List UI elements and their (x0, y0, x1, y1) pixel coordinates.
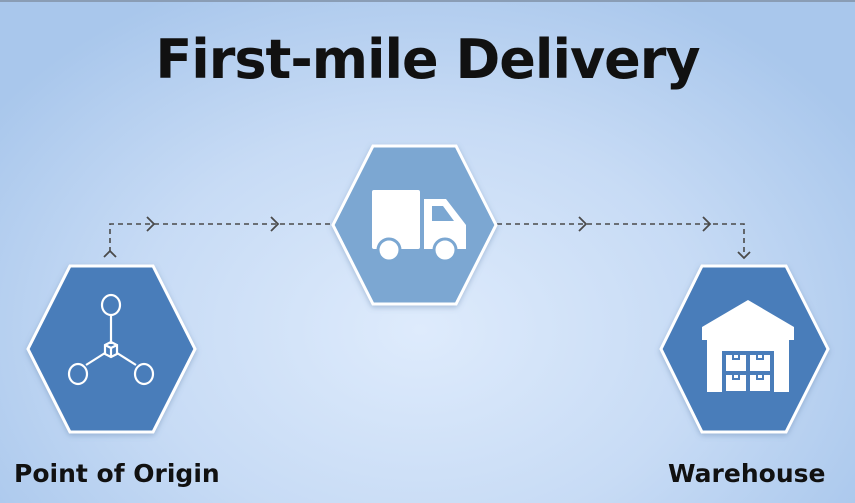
top-border (0, 0, 855, 2)
arrow-right-icon (702, 216, 712, 232)
arrow-right-icon (578, 216, 588, 232)
arrow-down-icon (737, 251, 751, 260)
label-point-of-origin: Point of Origin (14, 459, 220, 488)
diagram-title: First-mile Delivery (155, 28, 700, 91)
arrowheads (103, 216, 751, 260)
label-warehouse: Warehouse (668, 459, 826, 488)
warehouse-icon (702, 300, 794, 393)
truck-icon (372, 190, 466, 263)
connector-origin-to-truck (109, 223, 333, 252)
connector-truck-to-warehouse (497, 223, 745, 256)
network-hub-icon (67, 293, 155, 386)
arrow-right-icon (146, 216, 156, 232)
arrow-right-icon (270, 216, 280, 232)
arrow-up-icon (103, 249, 117, 258)
